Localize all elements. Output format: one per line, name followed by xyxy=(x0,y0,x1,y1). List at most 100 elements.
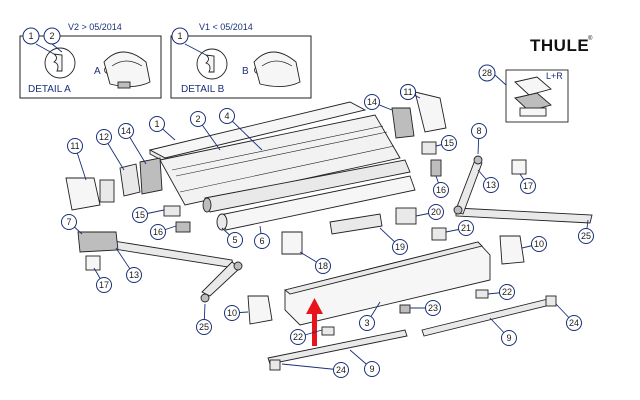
callout-number-15: 15 xyxy=(135,210,145,220)
callout-circle-6 xyxy=(254,233,270,249)
callout-circle-9 xyxy=(364,361,380,377)
detail-b-panel: 1 V1 < 05/2014 B DETAIL B xyxy=(170,22,312,99)
callout-circle-14 xyxy=(364,94,380,110)
callout-circle-18 xyxy=(315,258,331,274)
callout-number-15: 15 xyxy=(444,138,454,148)
left-bracket-14 xyxy=(139,157,163,195)
awning-roller xyxy=(216,175,416,231)
callout-circle-13 xyxy=(126,267,142,283)
callout-number-13: 13 xyxy=(129,270,139,280)
detail-a-letter: A xyxy=(94,66,101,77)
detail-a-callout-1: 1 xyxy=(28,31,33,41)
callout-number-12: 12 xyxy=(99,132,109,142)
callout-circle-23 xyxy=(425,300,441,316)
hardware-15-left xyxy=(163,205,181,217)
callout-number-2: 2 xyxy=(195,114,200,124)
callout-number-11: 11 xyxy=(403,87,412,97)
callout-number-9: 9 xyxy=(506,333,511,343)
callout-circle-3 xyxy=(359,315,375,331)
svg-text:®: ® xyxy=(588,35,593,42)
awning-fabric-roll xyxy=(148,101,367,163)
left-bracket-12 xyxy=(119,163,141,197)
right-end-cap-11 xyxy=(414,91,447,133)
callout-number-1: 1 xyxy=(154,119,159,129)
callout-number-17: 17 xyxy=(523,181,533,191)
end-cap-10-left xyxy=(247,295,273,325)
detail-a-panel: 1 2 V2 > 05/2014 A DETAIL A xyxy=(19,22,162,99)
hardware-22-right xyxy=(475,289,489,299)
callout-circle-8 xyxy=(471,123,487,139)
callout-bubbles: 1241411121411151671317561819202111151681… xyxy=(61,84,594,378)
callout-circle-25 xyxy=(196,319,212,335)
callout-circle-24 xyxy=(566,315,582,331)
callout-circle-5 xyxy=(227,232,243,248)
callout-circle-12 xyxy=(96,129,112,145)
part-28-callout: 28 xyxy=(478,64,507,86)
callout-circle-25 xyxy=(578,228,594,244)
callout-number-14: 14 xyxy=(367,97,377,107)
right-arm xyxy=(453,155,593,224)
hardware-15-right xyxy=(421,141,437,155)
callout-circle-2 xyxy=(190,111,206,127)
left-arm-bracket xyxy=(77,231,119,253)
callout-number-3: 3 xyxy=(364,318,369,328)
callout-number-17: 17 xyxy=(99,280,109,290)
callout-circle-14 xyxy=(118,123,134,139)
part-28-kit: L+R xyxy=(505,69,569,123)
callout-number-16: 16 xyxy=(153,227,163,237)
callout-number-19: 19 xyxy=(395,242,405,252)
detail-a-callout-2: 2 xyxy=(49,31,54,41)
lower-rail-right xyxy=(421,297,555,337)
callout-circle-16 xyxy=(433,182,449,198)
right-bracket-14 xyxy=(391,107,415,139)
callout-number-22: 22 xyxy=(293,332,303,342)
part-18 xyxy=(281,231,303,255)
red-arrow-indicator xyxy=(306,298,323,346)
callout-number-24: 24 xyxy=(569,318,579,328)
callout-number-13: 13 xyxy=(486,180,496,190)
callout-circle-15 xyxy=(132,207,148,223)
callout-leader-4 xyxy=(226,115,263,151)
callout-circle-4 xyxy=(219,108,235,124)
svg-text:THULE: THULE xyxy=(530,36,589,55)
left-end-cap xyxy=(65,177,115,211)
callout-number-4: 4 xyxy=(224,111,229,121)
hardware-22-left xyxy=(321,326,335,336)
detail-a-version: V2 > 05/2014 xyxy=(68,22,122,32)
callout-circle-1 xyxy=(149,116,165,132)
part-19 xyxy=(329,213,383,235)
callout-circle-17 xyxy=(96,277,112,293)
callout-circle-17 xyxy=(520,178,536,194)
hardware-16-left xyxy=(175,221,191,233)
callout-number-20: 20 xyxy=(431,207,441,217)
callout-circle-11 xyxy=(400,84,416,100)
callout-circle-22 xyxy=(499,284,515,300)
callout-number-6: 6 xyxy=(259,236,264,246)
callout-leader-24 xyxy=(281,363,342,371)
callout-number-9: 9 xyxy=(369,364,374,374)
detail-a-label: DETAIL A xyxy=(28,84,71,95)
hardware-24-left xyxy=(269,359,281,371)
callout-circle-9 xyxy=(501,330,517,346)
callout-circle-19 xyxy=(392,239,408,255)
callout-number-25: 25 xyxy=(581,231,591,241)
callout-number-18: 18 xyxy=(318,261,328,271)
callout-number-14: 14 xyxy=(121,126,131,136)
callout-circle-15 xyxy=(441,135,457,151)
callout-number-7: 7 xyxy=(66,217,71,227)
detail-b-label: DETAIL B xyxy=(181,84,225,95)
callout-number-22: 22 xyxy=(502,287,512,297)
detail-b-version: V1 < 05/2014 xyxy=(199,22,253,32)
callout-circle-22 xyxy=(290,329,306,345)
callout-circle-10 xyxy=(224,305,240,321)
part-28-note: L+R xyxy=(546,71,563,81)
callout-number-21: 21 xyxy=(461,223,471,233)
svg-text:28: 28 xyxy=(482,68,492,78)
callout-number-5: 5 xyxy=(232,235,237,245)
hardware-24-right xyxy=(545,295,557,307)
hardware-21 xyxy=(431,227,447,241)
callout-number-10: 10 xyxy=(227,308,237,318)
callout-circle-11 xyxy=(67,138,83,154)
callout-circle-13 xyxy=(483,177,499,193)
